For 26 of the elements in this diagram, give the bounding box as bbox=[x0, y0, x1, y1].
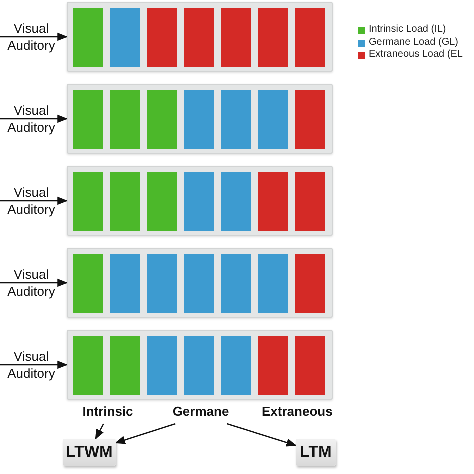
panel bbox=[67, 2, 333, 72]
arrow bbox=[0, 278, 68, 288]
arrow bbox=[115, 423, 176, 444]
legend-label: Extraneous Load (EL bbox=[369, 49, 463, 60]
arrow bbox=[0, 360, 68, 370]
legend-label: Intrinsic Load (IL) bbox=[369, 24, 446, 35]
edge-label: Visual Auditory bbox=[6, 102, 56, 136]
category-label: Intrinsic bbox=[78, 404, 138, 422]
arrow bbox=[0, 196, 68, 206]
arrow bbox=[95, 424, 104, 440]
panel bbox=[67, 330, 333, 400]
memory-box: LTM bbox=[296, 439, 336, 466]
legend-label: Germane Load (GL) bbox=[369, 36, 458, 48]
category-label: Extraneous bbox=[262, 404, 333, 419]
edge-label: Visual Auditory bbox=[6, 348, 56, 382]
panel bbox=[67, 84, 333, 154]
edge-label: Visual Auditory bbox=[6, 184, 56, 218]
arrow bbox=[0, 32, 68, 42]
edge-label: Visual Auditory bbox=[6, 266, 56, 300]
arrow bbox=[227, 423, 297, 447]
category-label: Germane bbox=[168, 404, 234, 422]
arrow bbox=[0, 114, 68, 124]
panel bbox=[67, 166, 333, 236]
panel bbox=[67, 248, 333, 318]
edge-label: Visual Auditory bbox=[6, 20, 56, 54]
memory-box: LTWM bbox=[63, 439, 116, 466]
